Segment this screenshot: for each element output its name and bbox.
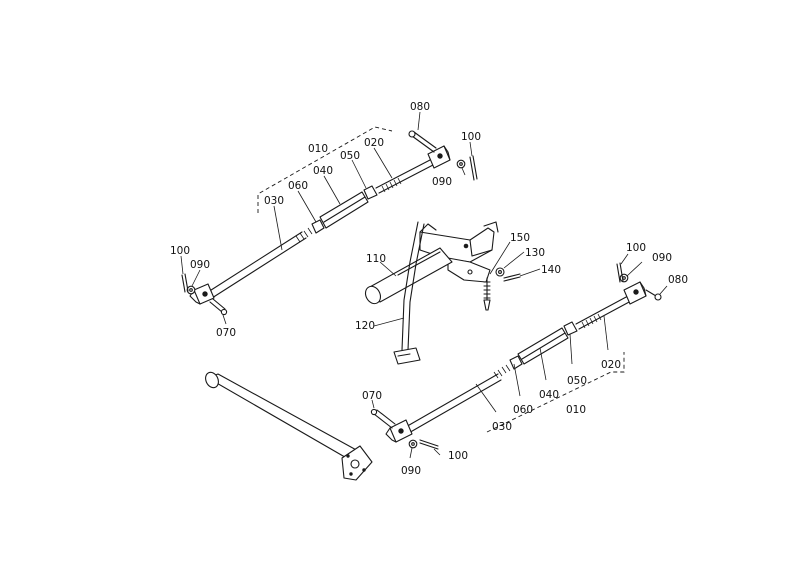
label-upper-020: 020 bbox=[364, 137, 384, 149]
upper-washer-090-left bbox=[186, 285, 196, 295]
lower-washer-090-bottom bbox=[408, 439, 418, 449]
label-upper-090-right: 090 bbox=[432, 176, 452, 188]
upper-assembly-bracket bbox=[257, 126, 393, 213]
lower-washer-090-top bbox=[619, 273, 629, 283]
lower-right-clevis bbox=[623, 281, 647, 305]
lower-pin-080 bbox=[645, 289, 662, 301]
cross-shaft bbox=[205, 371, 373, 481]
label-center-120: 120 bbox=[355, 320, 375, 332]
upper-thread-left bbox=[295, 227, 313, 243]
upper-nut-050 bbox=[363, 185, 378, 200]
upper-rod-020 bbox=[375, 159, 431, 189]
label-center-130: 130 bbox=[525, 247, 545, 259]
label-center-110: 110 bbox=[366, 253, 386, 265]
label-upper-080: 080 bbox=[410, 101, 430, 113]
part-number-labels: 010 020 030 040 050 060 080 090 100 100 … bbox=[170, 101, 688, 477]
label-lower-030: 030 bbox=[492, 421, 512, 433]
label-lower-090-bottom: 090 bbox=[401, 465, 421, 477]
upper-nut-060 bbox=[311, 219, 325, 234]
label-center-140: 140 bbox=[541, 264, 561, 276]
label-lower-080: 080 bbox=[668, 274, 688, 286]
label-lower-060: 060 bbox=[513, 404, 533, 416]
upper-rod-030 bbox=[207, 231, 303, 293]
label-lower-050: 050 bbox=[567, 375, 587, 387]
label-lower-100-top: 100 bbox=[626, 242, 646, 254]
upper-pin-070 bbox=[209, 298, 228, 316]
label-upper-050: 050 bbox=[340, 150, 360, 162]
bolt-140 bbox=[503, 273, 521, 282]
lower-nut-050 bbox=[563, 321, 578, 336]
upper-pin-080 bbox=[408, 130, 437, 153]
label-lower-020: 020 bbox=[601, 359, 621, 371]
label-lower-040: 040 bbox=[539, 389, 559, 401]
nut-130 bbox=[495, 267, 505, 277]
label-upper-040: 040 bbox=[313, 165, 333, 177]
lower-rod-020 bbox=[575, 295, 629, 325]
upper-rod-assembly bbox=[180, 111, 478, 325]
upper-cotter-pin-100-right bbox=[469, 155, 478, 181]
label-lower-010: 010 bbox=[566, 404, 586, 416]
lower-rod-assembly bbox=[370, 253, 668, 459]
lower-cotter-pin-100-top bbox=[616, 262, 624, 283]
label-upper-060: 060 bbox=[288, 180, 308, 192]
lower-pin-070 bbox=[370, 408, 396, 429]
label-upper-070: 070 bbox=[216, 327, 236, 339]
lower-nut-060 bbox=[509, 355, 523, 370]
label-upper-100-right: 100 bbox=[461, 131, 481, 143]
pedal-rod-120 bbox=[393, 221, 425, 365]
spring-150 bbox=[483, 277, 491, 311]
label-lower-070: 070 bbox=[362, 390, 382, 402]
upper-washer-090-right bbox=[456, 159, 466, 169]
label-upper-010: 010 bbox=[308, 143, 328, 155]
lower-cotter-pin-100-bottom bbox=[419, 439, 439, 450]
lower-left-clevis bbox=[385, 419, 413, 443]
label-lower-090-top: 090 bbox=[652, 252, 672, 264]
lower-rod-030 bbox=[403, 373, 499, 429]
upper-right-clevis bbox=[427, 145, 451, 169]
label-upper-090-left: 090 bbox=[190, 259, 210, 271]
label-upper-100-left: 100 bbox=[170, 245, 190, 257]
label-lower-100-bottom: 100 bbox=[448, 450, 468, 462]
upper-cotter-pin-100-left bbox=[181, 273, 189, 293]
label-upper-030: 030 bbox=[264, 195, 284, 207]
center-lever-assembly bbox=[364, 221, 541, 365]
label-center-150: 150 bbox=[510, 232, 530, 244]
